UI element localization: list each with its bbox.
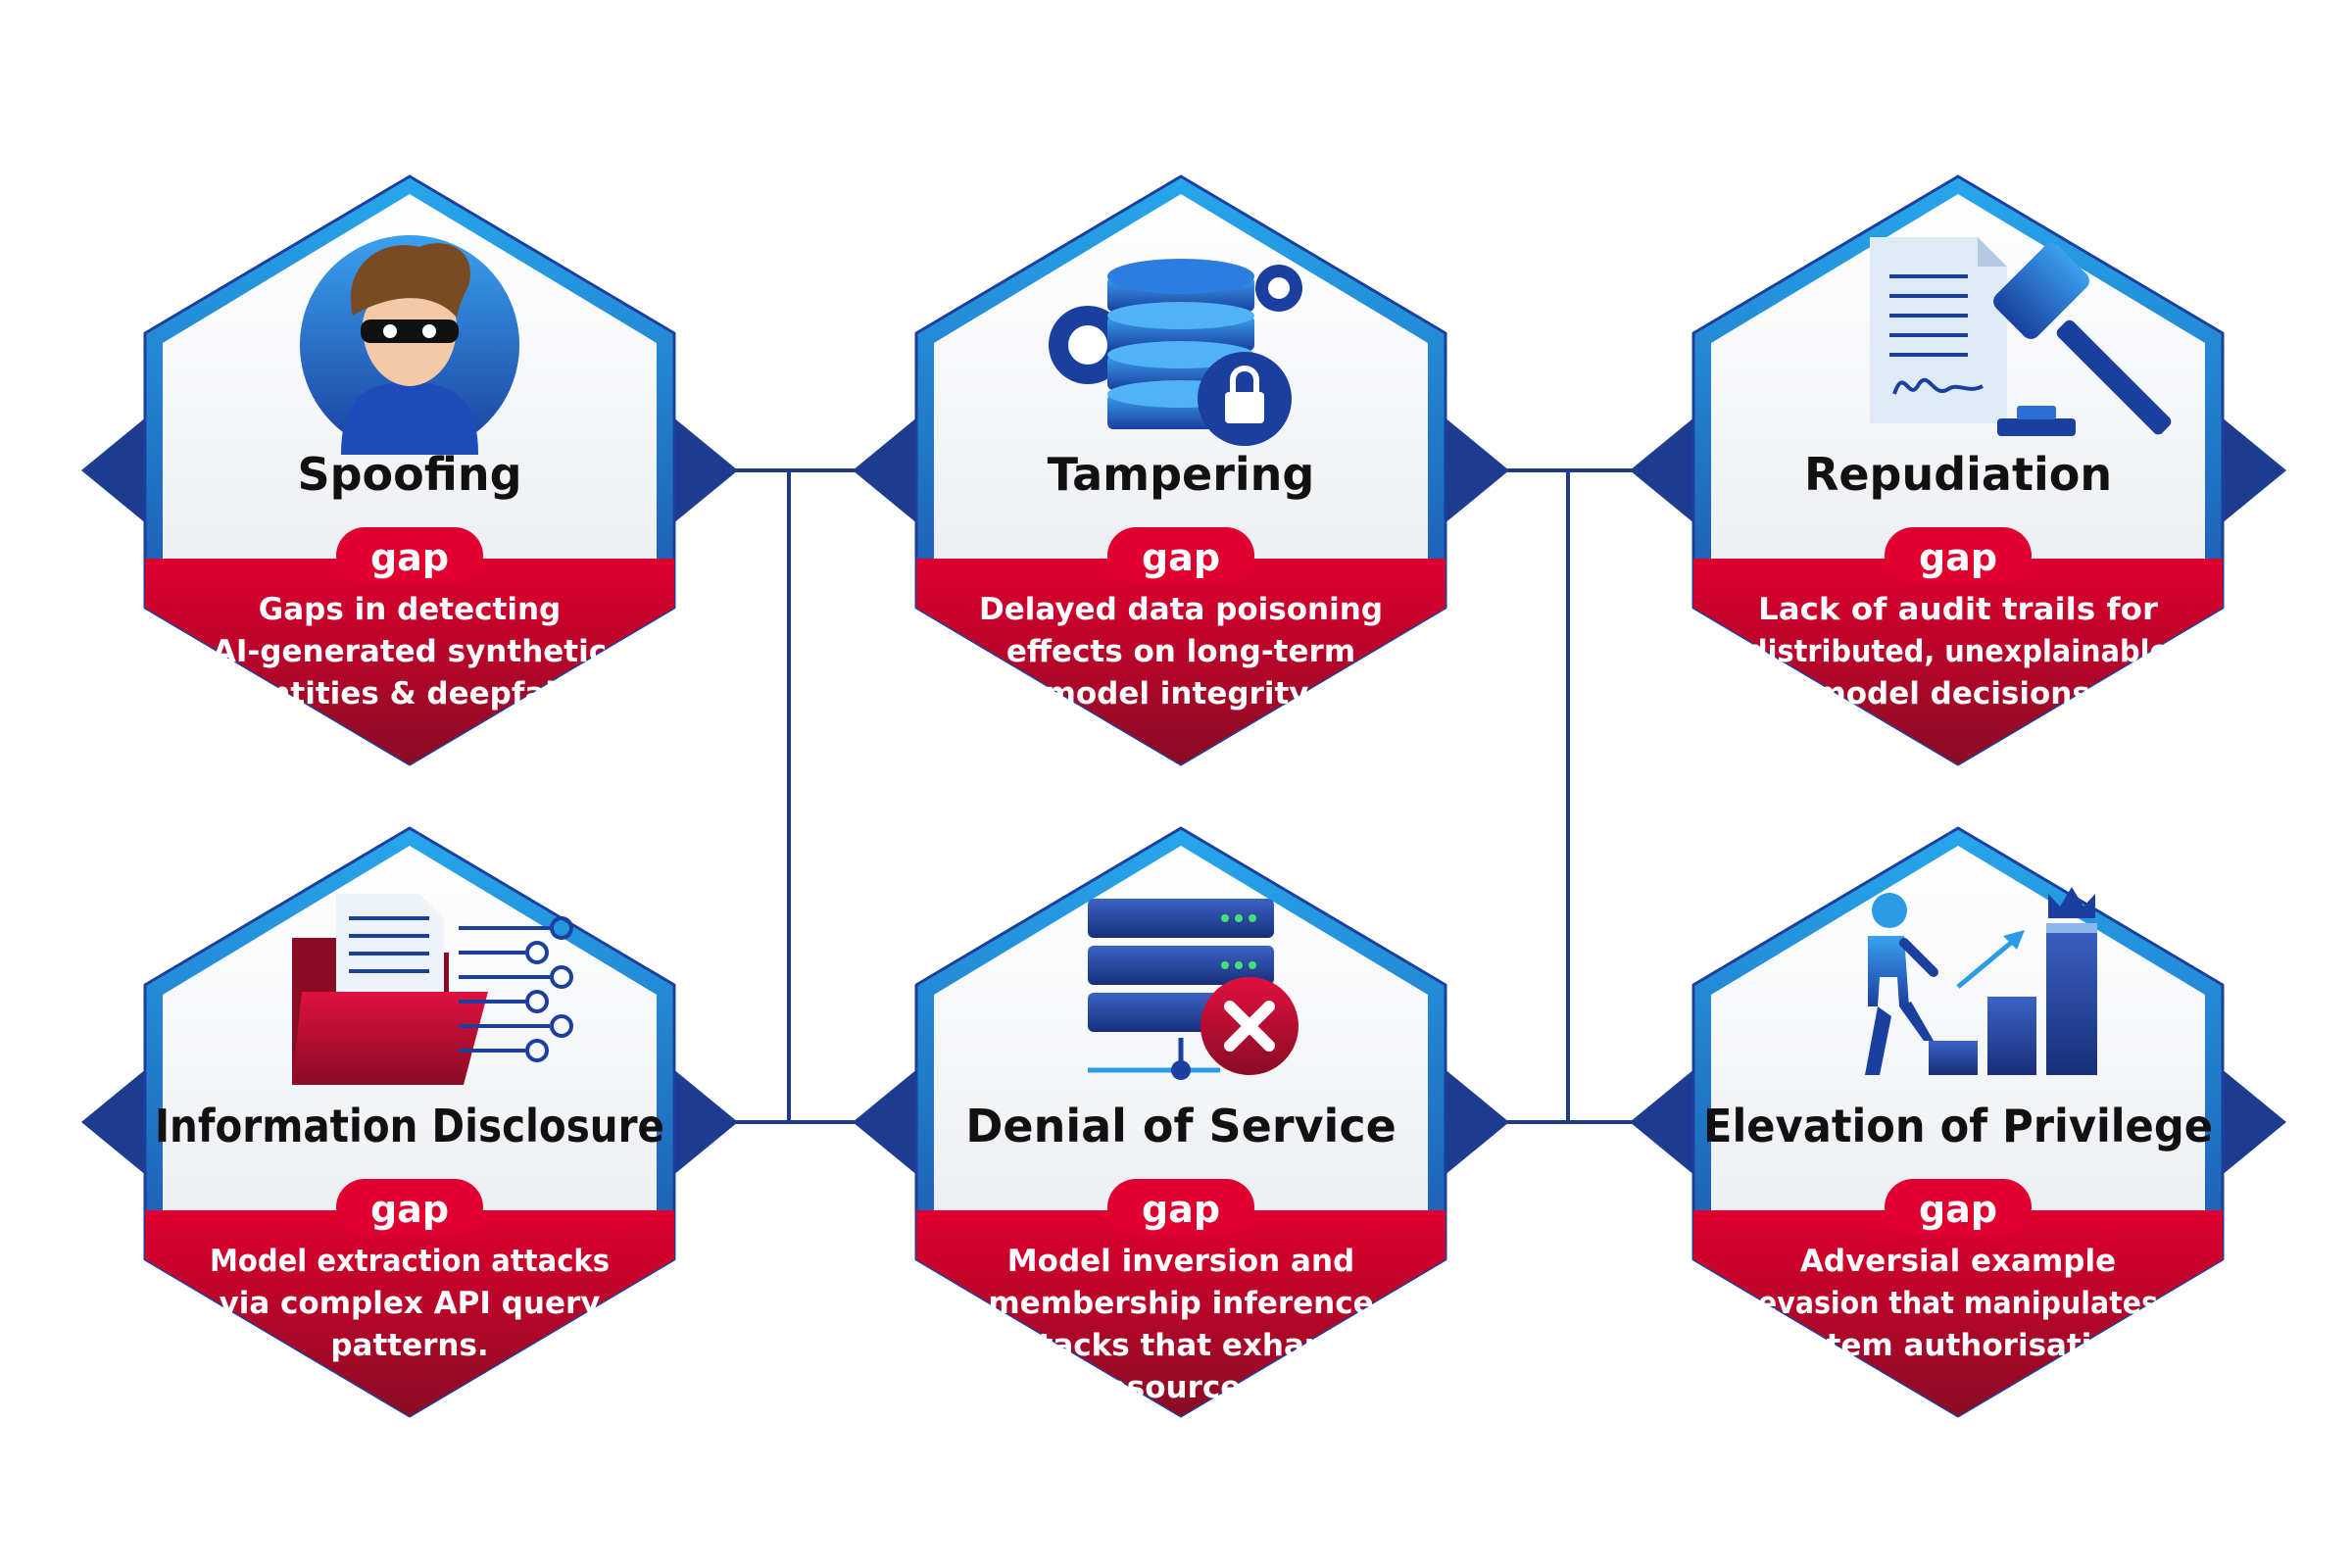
node-title: Tampering — [1048, 448, 1315, 501]
description-line: patterns. — [330, 1328, 488, 1363]
gap-badge-label: gap — [1919, 1188, 1997, 1231]
description-line: identities & deepfakes — [217, 676, 604, 711]
description-line: model integrity. — [1045, 676, 1318, 711]
side-tab-left — [1630, 1068, 1695, 1176]
description-line: via complex API query — [220, 1286, 601, 1321]
description-line: Delayed data poisoning — [979, 592, 1383, 627]
description-line: attacks that exhaust — [1004, 1328, 1359, 1363]
gap-badge-label: gap — [1919, 536, 1997, 579]
description-line: effects on long-term — [1006, 634, 1355, 669]
side-tab-left — [853, 1068, 918, 1176]
description-line: resources. — [1091, 1370, 1270, 1405]
side-tab-right — [2221, 416, 2286, 524]
description-line: Model extraction attacks — [210, 1244, 610, 1279]
side-tab-right — [2221, 1068, 2286, 1176]
gap-badge-label: gap — [370, 1188, 449, 1231]
description-line: evasion that manipulates — [1758, 1286, 2158, 1321]
climbing-person-icon — [1865, 887, 2097, 1075]
folder-data-icon — [292, 894, 573, 1085]
node-title: Information Disclosure — [155, 1100, 664, 1152]
side-tab-right — [1444, 1068, 1509, 1176]
database-lock-icon — [1049, 259, 1302, 446]
description-line: model decisions. — [1814, 676, 2101, 711]
gap-badge — [1885, 1179, 2032, 1236]
description-line: distributed, unexplainable — [1747, 634, 2169, 669]
side-tab-right — [672, 416, 738, 524]
node-title: Repudiation — [1804, 448, 2112, 501]
node-title: Spoofing — [297, 448, 521, 501]
side-tab-left — [81, 1068, 147, 1176]
description-line: Gaps in detecting — [259, 592, 561, 627]
description-line: membership inference — [988, 1286, 1373, 1321]
gap-badge — [336, 1179, 483, 1236]
side-tab-left — [81, 416, 147, 524]
hexagon-panel — [1693, 846, 2223, 1416]
description-line: AI-generated synthetic — [213, 634, 607, 669]
server-error-icon — [1088, 899, 1298, 1080]
document-gavel-icon — [1870, 237, 2172, 436]
description-line: Adversial example — [1800, 1244, 2116, 1279]
node-title: Elevation of Privilege — [1703, 1100, 2213, 1152]
gap-badge — [336, 527, 483, 584]
side-tab-right — [1444, 416, 1509, 524]
gap-badge-label: gap — [1142, 1188, 1220, 1231]
side-tab-left — [1630, 416, 1695, 524]
description-line: system authorisation. — [1770, 1328, 2145, 1363]
gap-badge — [1107, 527, 1254, 584]
node-title: Denial of Service — [965, 1100, 1396, 1152]
gap-badge-label: gap — [1142, 536, 1220, 579]
masked-person-icon — [300, 235, 519, 455]
side-tab-right — [672, 1068, 738, 1176]
gap-badge — [1107, 1179, 1254, 1236]
gap-badge — [1885, 527, 2032, 584]
description-line: Model inversion and — [1007, 1244, 1354, 1279]
gap-badge-label: gap — [370, 536, 449, 579]
side-tab-left — [853, 416, 918, 524]
description-line: Lack of audit trails for — [1758, 592, 2159, 627]
